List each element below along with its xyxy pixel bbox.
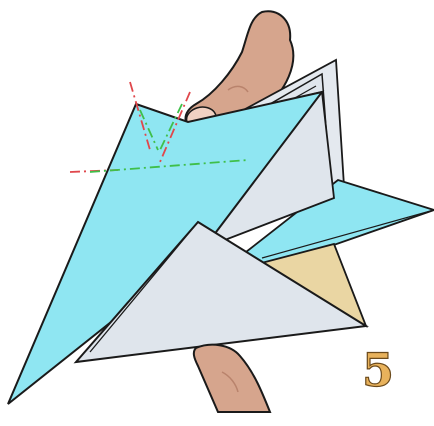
bottom-hand-illustration [194, 345, 270, 412]
bottom-thumb [194, 345, 270, 412]
step-number: 5 [362, 343, 394, 397]
